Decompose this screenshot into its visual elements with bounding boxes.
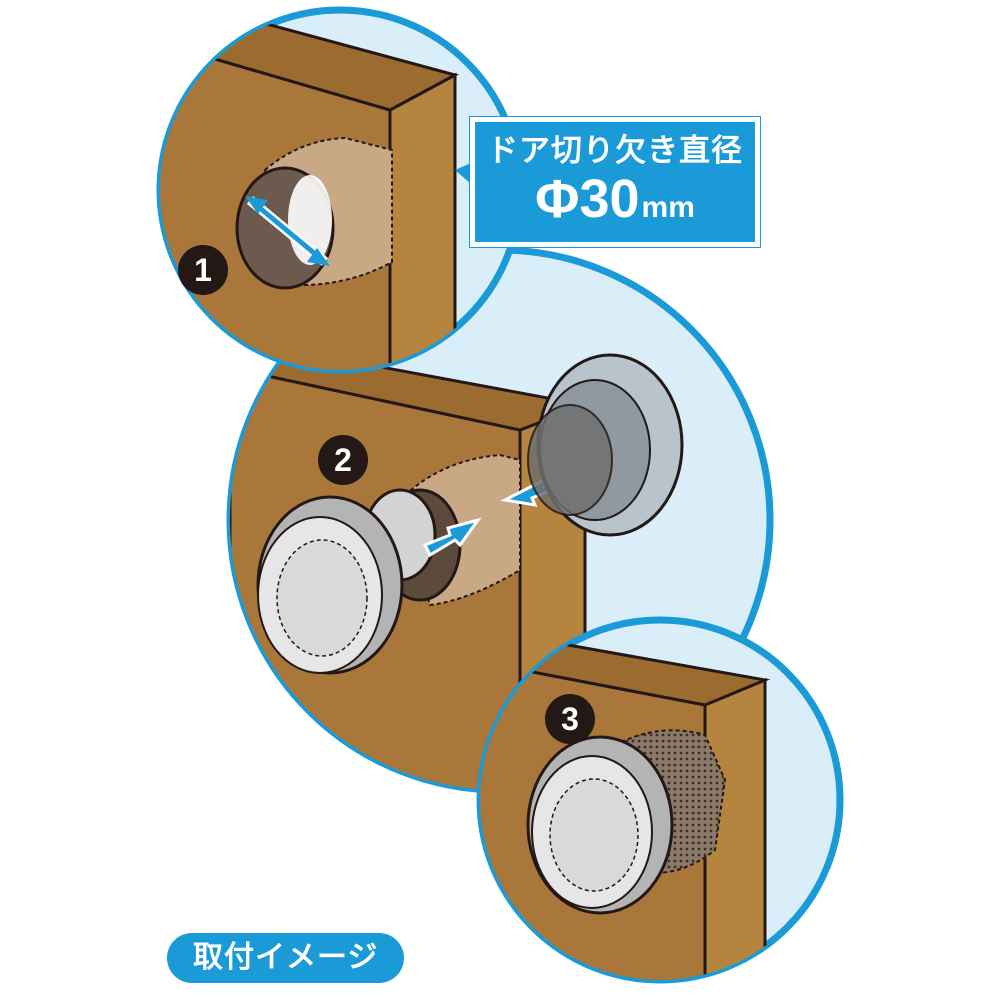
diameter-callout: ドア切り欠き直径 Φ30mm [470, 117, 760, 247]
step-badge-3: 3 [545, 694, 595, 744]
knob [526, 735, 674, 915]
knob [256, 495, 404, 675]
step-badge-1: 1 [178, 245, 228, 295]
step-3-panel [476, 616, 844, 984]
insert-arrow-left [422, 517, 482, 558]
callout-label: ドア切り欠き直径 [487, 133, 743, 170]
back-ring [527, 353, 684, 537]
callout-value: Φ30mm [535, 169, 695, 230]
step-1-panel [156, 6, 524, 374]
installation-caption: 取付イメージ [167, 933, 405, 983]
diameter-value: Φ30 [535, 169, 640, 230]
diameter-unit: mm [641, 191, 695, 225]
step-badge-2: 2 [318, 435, 368, 485]
